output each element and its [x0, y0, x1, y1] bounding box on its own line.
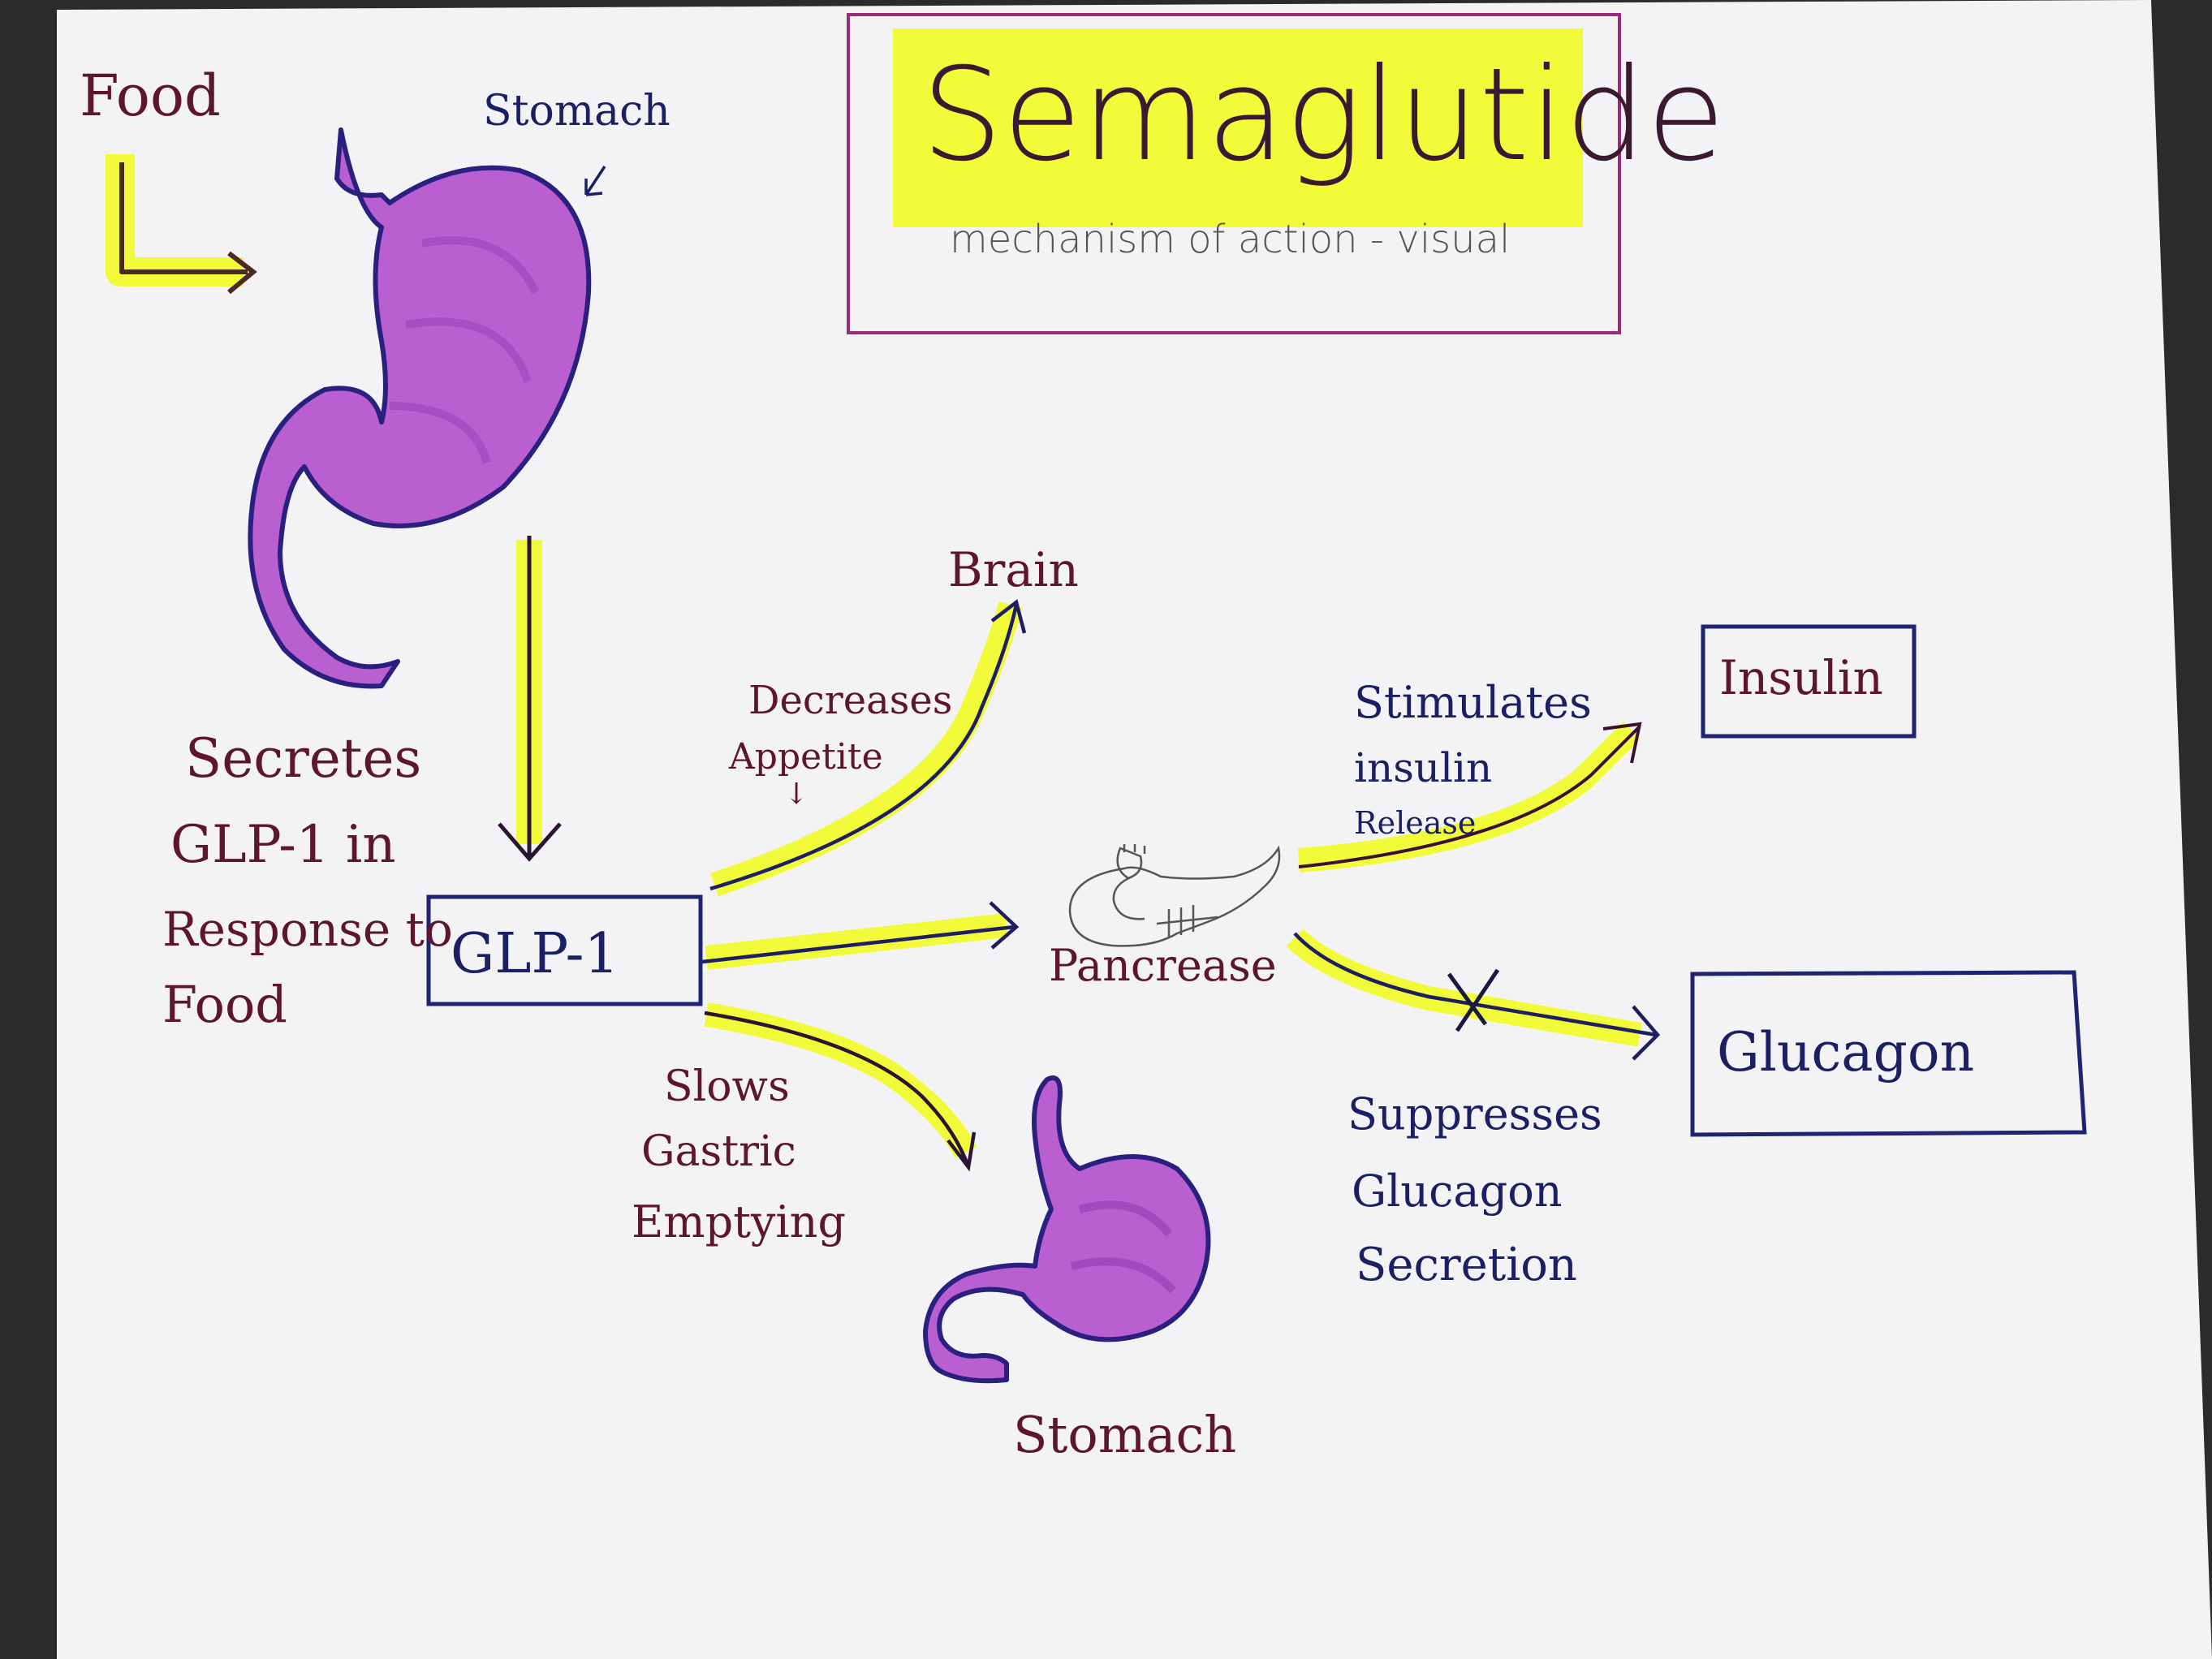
- pancreas-to-glucagon-arrow-head: [1632, 1005, 1661, 1061]
- suppresses-line-1: Suppresses: [1347, 1088, 1602, 1140]
- stomach-to-glp1-arrow-head: [498, 822, 562, 862]
- glp1-label: GLP-1: [451, 922, 619, 986]
- stomach-bottom-label: Stomach: [1013, 1405, 1237, 1464]
- glp1-to-pancreas-highlight: [705, 913, 1008, 970]
- food-arrow-head: [227, 251, 257, 295]
- stomach-top-icon: [248, 127, 592, 689]
- glp1-to-pancreas-arrow: [701, 924, 1015, 964]
- glp1-to-brain-arrow-head: [990, 599, 1027, 634]
- title-highlight: [893, 28, 1583, 227]
- slows-line-2: Gastric: [641, 1127, 796, 1176]
- glucagon-label: Glucagon: [1717, 1021, 1975, 1084]
- secretes-line-3: Response to: [162, 902, 453, 957]
- appetite-down-arrow: ↓: [784, 778, 809, 811]
- suppresses-line-3: Secretion: [1356, 1239, 1577, 1291]
- stomach-bottom-icon: [923, 1075, 1211, 1384]
- title-frame: [847, 13, 1621, 334]
- glp1-to-brain-arrow: [709, 604, 1019, 891]
- glp1-to-stomach-arrow: [704, 1010, 970, 1166]
- diagram-subtitle: mechanism of action - visual: [950, 217, 1511, 262]
- glucagon-box: [1690, 970, 2087, 1137]
- pancreas-to-glucagon-arrow: [1293, 932, 1657, 1037]
- glp1-to-brain-highlight: [710, 601, 1023, 897]
- secretes-line-4: Food: [162, 975, 287, 1034]
- stomach-top-label: Stomach: [483, 87, 670, 136]
- pancreas-to-insulin-arrow: [1298, 725, 1641, 868]
- paper-sheet: [57, 0, 2212, 1659]
- stomach-pointer-arrow: [584, 166, 606, 196]
- glp1-box: [426, 894, 703, 1006]
- food-arrow: [119, 162, 248, 274]
- appetite-label: Appetite: [729, 736, 883, 778]
- secretes-line-1: Secretes: [185, 727, 422, 790]
- insulin-label: Insulin: [1719, 650, 1883, 705]
- secretes-line-2: GLP-1 in: [170, 815, 396, 875]
- brain-label: Brain: [948, 542, 1079, 597]
- stimulates-line-1: Stimulates: [1354, 677, 1592, 728]
- stimulates-line-2: insulin: [1354, 744, 1493, 791]
- pancreas-to-insulin-highlight: [1297, 722, 1641, 873]
- block-x-mark: [1447, 968, 1500, 1032]
- pancreas-to-insulin-arrow-head: [1602, 722, 1642, 764]
- pancreas-icon: [1068, 844, 1281, 947]
- glp1-to-stomach-arrow-head: [946, 1131, 977, 1172]
- stimulates-line-3: Release: [1354, 805, 1477, 841]
- slows-line-1: Slows: [664, 1062, 790, 1111]
- suppresses-line-2: Glucagon: [1352, 1166, 1563, 1217]
- glp1-to-pancreas-arrow-head: [989, 901, 1020, 950]
- slows-line-3: Emptying: [632, 1196, 847, 1247]
- insulin-box: [1701, 624, 1917, 739]
- pancreas-label: Pancrease: [1049, 940, 1277, 991]
- decreases-label: Decreases: [748, 678, 953, 723]
- diagram-title: Semaglutide: [921, 41, 1726, 190]
- food-label: Food: [80, 62, 221, 129]
